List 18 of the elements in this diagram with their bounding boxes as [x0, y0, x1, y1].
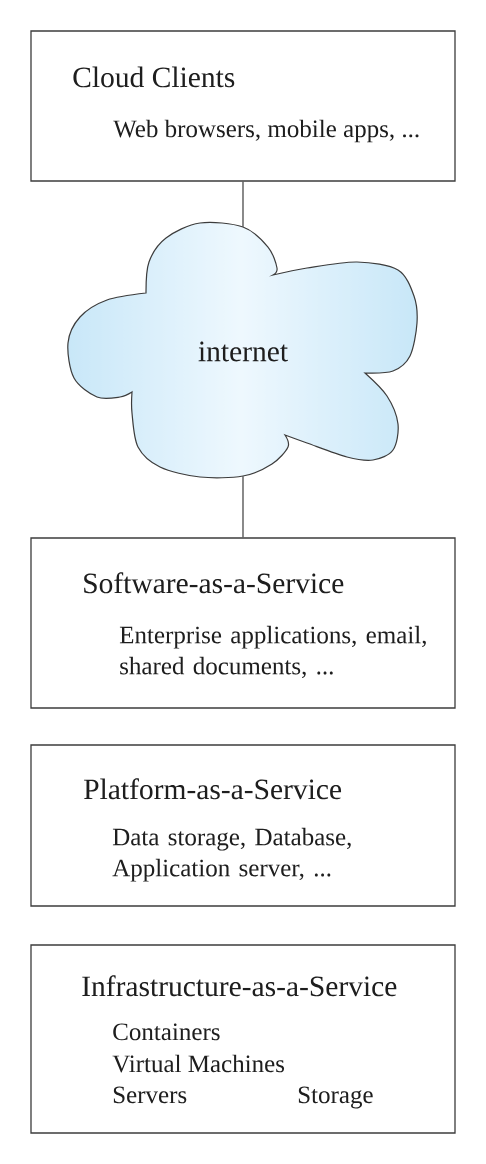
heading: Platform-as-a-Service — [84, 778, 342, 800]
cloud: internet — [67, 221, 418, 479]
layer-box — [30, 30, 456, 182]
body-text: Data storage, Database, Application server, ... — [112, 827, 351, 882]
body-text: Servers — [113, 1086, 187, 1104]
heading: Software-as-a-Service — [84, 572, 344, 594]
connector-line — [242, 475, 244, 538]
heading: Cloud Clients — [73, 66, 235, 88]
layer-box — [30, 944, 456, 1134]
body-text: Enterprise applications, email, shared documents, ... — [119, 625, 426, 679]
body-text: Containers — [113, 1023, 220, 1041]
connector-line — [242, 181, 244, 228]
layer-box — [30, 537, 456, 709]
layer-box — [30, 744, 456, 907]
body-text: Virtual Machines — [112, 1054, 285, 1073]
body-text: Web browsers, mobile apps, ... — [113, 119, 419, 143]
heading: Infrastructure-as-a-Service — [82, 975, 397, 997]
body-text: Storage — [298, 1086, 373, 1109]
